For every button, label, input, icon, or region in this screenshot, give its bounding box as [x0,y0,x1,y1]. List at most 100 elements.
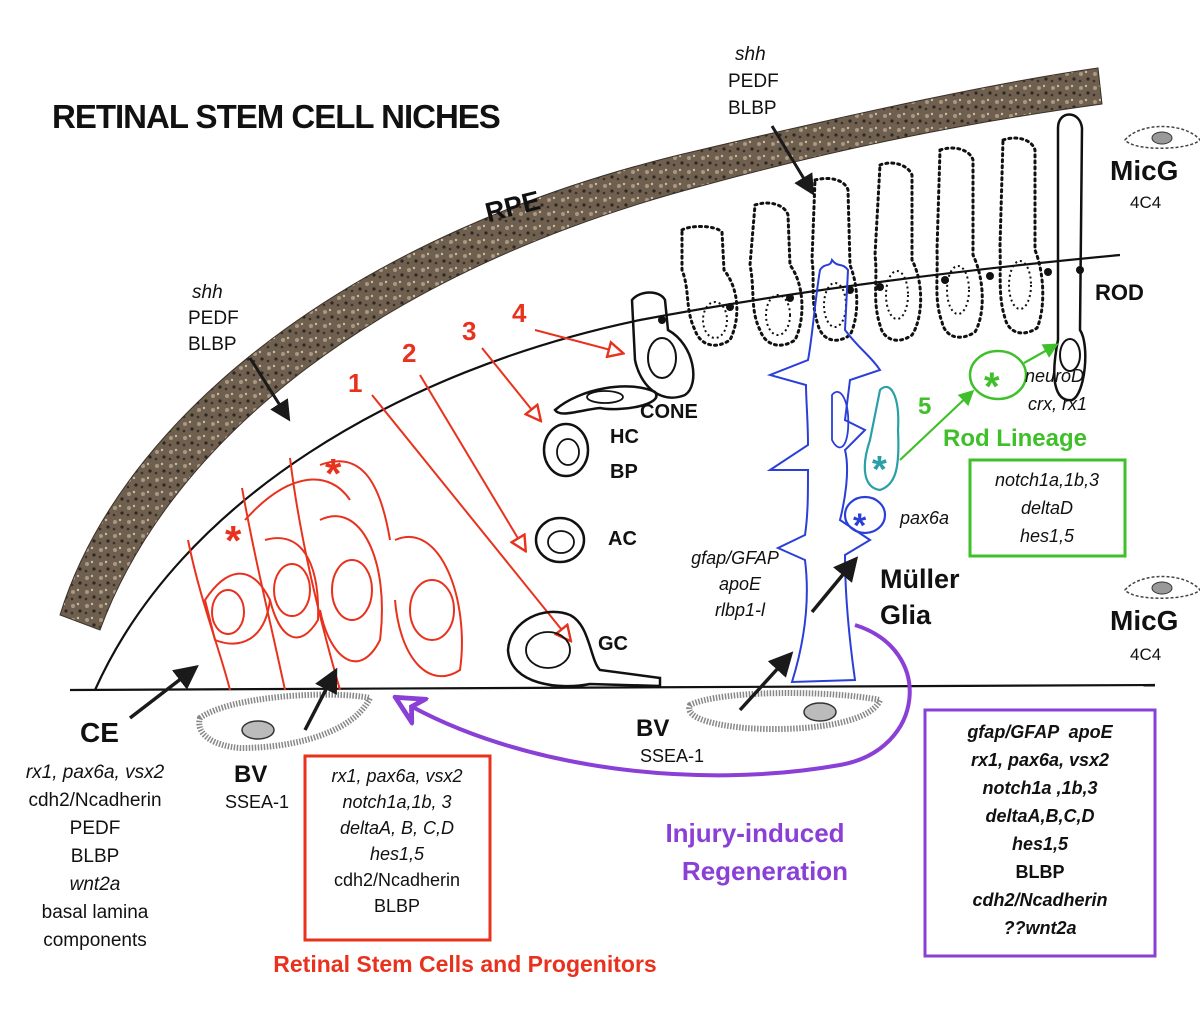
ce-label: CE [80,717,119,748]
regen-box-line-8: ??wnt2a [1003,918,1076,938]
ce-progenitor-cells [187,457,463,691]
ce-marker-1: rx1, pax6a, vsx2 [26,762,165,783]
bp-nucleus [556,438,580,466]
hc-cell [553,385,658,415]
diagram-title: RETINAL STEM CELL NICHES [52,98,500,135]
regen-box-line-3: notch1a ,1b,3 [982,778,1097,798]
rsc-box-line-1: rx1, pax6a, vsx2 [331,766,462,786]
bv-left-marker: SSEA-1 [225,792,289,812]
ce-marker-4: BLBP [71,846,120,867]
lineage-number-5: 5 [918,393,931,420]
lineage-number-3: 3 [462,316,476,346]
signal-left-blbp: BLBP [188,334,237,355]
bv-right-arrow [738,651,794,712]
blood-vessel-right [686,690,885,733]
hc-label: HC [610,426,639,448]
gc-label: GC [598,633,628,655]
rod-lineage-arrow-5 [899,389,975,461]
regen-box-line-6: BLBP [1016,862,1065,882]
muller-glia-cell [766,257,882,684]
rod-marker-crx: crx, rx1 [1028,394,1087,414]
ac-label: AC [608,528,637,550]
gc-cell [506,610,662,688]
microglia-top [1124,125,1200,149]
lineage-arrow-3 [481,347,540,420]
rod-precursor [968,349,1028,401]
ce-marker-6: basal lamina [42,902,149,923]
rod-cell [1053,113,1087,402]
muller-marker-apoe: apoE [719,574,762,594]
lineage-number-4: 4 [512,298,527,328]
stem-cell-asterisk: * [225,517,242,564]
rod-box-line-1: notch1a,1b,3 [995,470,1099,490]
muller-signal-arrow [810,556,859,614]
rod-lineage-box [968,458,1127,558]
micg-top-marker: 4C4 [1130,193,1161,212]
ce-marker-7: components [43,930,147,951]
micg-bottom-label: MicG [1110,605,1178,636]
muller-marker-gfap: gfap/GFAP [691,548,779,568]
rod-box-line-3: hes1,5 [1020,526,1075,546]
bv-left-nucleus [241,720,275,740]
signal-left-pedf: PEDF [188,308,239,329]
lineage-arrow-1 [371,394,570,640]
olm-junctions [658,266,1084,324]
bv-right-nucleus [803,702,837,722]
rod-box-line-2: deltaD [1021,498,1073,518]
micg-top-label: MicG [1110,155,1178,186]
ce-arrow [128,665,199,720]
muller-label-line2: Glia [880,600,932,630]
cone-cell [630,291,695,399]
regeneration-title-line1: Injury-induced [665,818,844,848]
rod-marker-neurod: neuroD [1025,366,1084,386]
muller-glia-inner-nucleus [831,391,850,449]
bv-right-label: BV [636,715,669,742]
rod-nucleus [1059,338,1081,372]
rsc-caption: Retinal Stem Cells and Progenitors [273,951,656,977]
lineage-number-1: 1 [348,368,362,398]
outer-limiting-membrane [93,253,1121,691]
rod-label: ROD [1095,280,1144,305]
regen-box-line-1: gfap/GFAP apoE [966,722,1113,742]
photoreceptor-row [680,136,1045,347]
bv-left-arrow [303,667,338,731]
lineage-arrow-4 [534,329,622,353]
regen-box-line-2: rx1, pax6a, vsx2 [971,750,1109,770]
blood-vessel-left [196,691,375,752]
bp-cell [542,422,590,478]
signal-top-pedf: PEDF [728,71,779,92]
rsc-box-line-2: notch1a,1b, 3 [342,792,451,812]
stem-cell-asterisk: * [325,450,342,497]
lineage-number-2: 2 [402,338,416,368]
signal-top-arrow [770,125,815,196]
rsc-box-line-5: cdh2/Ncadherin [334,870,460,890]
muller-progenitor-blue [843,495,887,535]
rpe-layer [59,67,1103,631]
muller-pax6a: pax6a [899,508,949,528]
ce-marker-2: cdh2/Ncadherin [28,790,161,811]
signal-left-arrow [248,357,291,422]
rsc-box-line-3: deltaA, B, C,D [340,818,454,838]
muller-marker-rlbp: rlbp1-l [715,600,766,620]
ac-cell [534,516,586,564]
cone-label: CONE [640,401,698,423]
regen-box-line-5: hes1,5 [1012,834,1069,854]
regen-box-line-4: deltaA,B,C,D [985,806,1094,826]
bv-right-marker: SSEA-1 [640,746,704,766]
bv-left-label: BV [234,761,267,788]
signal-top-blbp: BLBP [728,98,777,119]
rod-progenitor-asterisk: * [872,449,887,491]
rod-progenitor-teal [863,385,900,492]
regeneration-marker-box [923,708,1157,958]
ce-marker-5: wnt2a [70,874,121,895]
regeneration-title-line2: Regeneration [682,856,848,886]
rod-maturation-arrow [1023,343,1059,364]
cone-nucleus [647,337,677,379]
micg-bottom-marker: 4C4 [1130,645,1161,664]
lineage-arrow-2 [419,374,525,550]
ac-nucleus [547,530,575,554]
ce-marker-3: PEDF [70,818,121,839]
hc-nucleus [586,390,624,404]
